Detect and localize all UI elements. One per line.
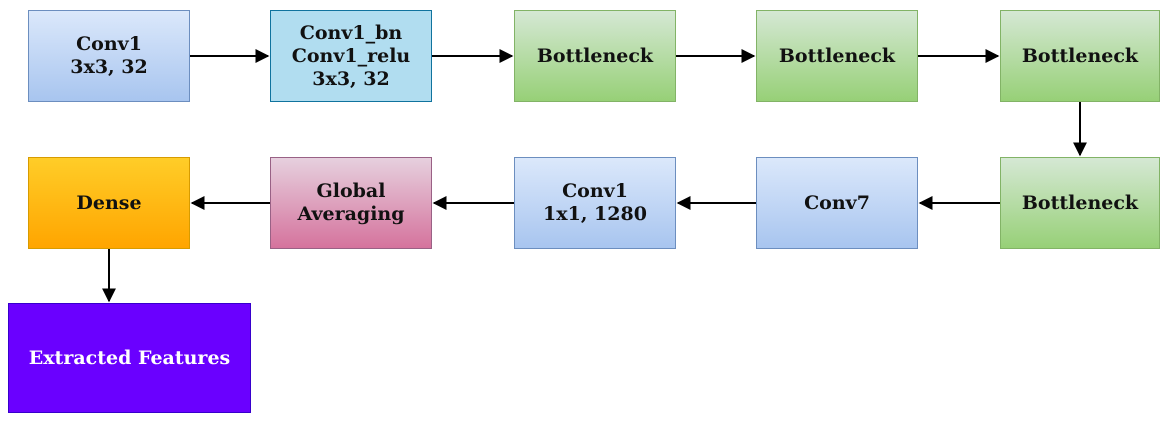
bottleneck-2-label: Bottleneck <box>778 44 896 67</box>
extracted-features-label: Extracted Features <box>28 346 231 369</box>
bottleneck-3-label: Bottleneck <box>1021 44 1139 67</box>
conv7-node: Conv7 <box>756 157 918 249</box>
conv1-line-1: Conv1 <box>76 33 142 55</box>
dense-node: Dense <box>28 157 190 249</box>
bottleneck-4-label: Bottleneck <box>1021 191 1139 214</box>
bottleneck-1-label: Bottleneck <box>536 44 654 67</box>
bottleneck-node-3: Bottleneck <box>1000 10 1160 102</box>
conv1-1280-node: Conv1 1x1, 1280 <box>514 157 676 249</box>
global-averaging-line-2: Averaging <box>297 203 405 225</box>
conv1-1280-line-1: Conv1 <box>562 180 628 202</box>
conv7-label: Conv7 <box>804 191 870 214</box>
conv1-bn-line-3: 3x3, 32 <box>312 67 390 90</box>
conv1-line-2: 3x3, 32 <box>70 56 148 78</box>
bottleneck-node-2: Bottleneck <box>756 10 918 102</box>
global-averaging-line-1: Global <box>316 180 386 202</box>
conv1-bn-line-2: Conv1_relu <box>291 44 411 67</box>
bottleneck-node-4: Bottleneck <box>1000 157 1160 249</box>
global-averaging-node: Global Averaging <box>270 157 432 249</box>
conv1-bn-node: Conv1_bn Conv1_relu 3x3, 32 <box>270 10 432 102</box>
dense-label: Dense <box>76 191 142 214</box>
extracted-features-node: Extracted Features <box>8 303 251 413</box>
bottleneck-node-1: Bottleneck <box>514 10 676 102</box>
conv1-1280-line-2: 1x1, 1280 <box>543 203 647 225</box>
conv1-node: Conv1 3x3, 32 <box>28 10 190 102</box>
conv1-bn-line-1: Conv1_bn <box>299 21 403 44</box>
